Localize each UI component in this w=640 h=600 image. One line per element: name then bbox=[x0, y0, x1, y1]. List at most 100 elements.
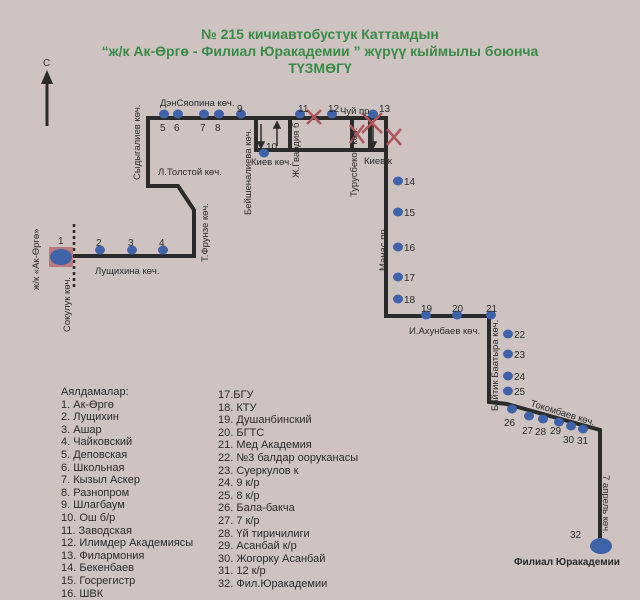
stop-marker-8[interactable] bbox=[214, 109, 224, 119]
stop-marker-5[interactable] bbox=[159, 109, 169, 119]
street-label-akhunbaev: И.Ахунбаев көч. bbox=[409, 326, 480, 337]
legend-item: 27. 7 к/р bbox=[218, 514, 260, 527]
legend-item: 24. 9 к/р bbox=[218, 477, 260, 490]
legend-item: 21. Мед Академия bbox=[218, 439, 312, 452]
stop-marker-12[interactable] bbox=[327, 109, 337, 119]
stop-number-label: 12 bbox=[328, 104, 340, 115]
stop-marker-25[interactable] bbox=[503, 386, 513, 396]
legend-item: 15. Госрегистр bbox=[61, 574, 136, 587]
stop-number-label: 16 bbox=[404, 243, 416, 254]
legend-item: 3. Ашар bbox=[61, 423, 102, 436]
legend-item: 31. 12 к/р bbox=[218, 565, 266, 578]
stop-marker-13[interactable] bbox=[368, 109, 378, 119]
stop-marker-31[interactable] bbox=[578, 424, 588, 434]
legend-item: 1. Ак-Өргө bbox=[61, 398, 114, 411]
stop-marker-14[interactable] bbox=[393, 176, 403, 186]
legend-item: 7. Кызыл Аскер bbox=[61, 474, 140, 487]
title-line-1: № 215 кичиавтобустук Каттамдын bbox=[201, 26, 439, 42]
stop-number-label: 14 bbox=[404, 177, 416, 188]
stop-marker-3[interactable] bbox=[127, 245, 137, 255]
stop-number-label: 21 bbox=[486, 304, 498, 315]
stop-marker-22[interactable] bbox=[503, 329, 513, 339]
legend-item: 25. 8 к/р bbox=[218, 489, 260, 502]
legend-heading: Аялдамалар: bbox=[61, 386, 129, 398]
stop-number-label: 4 bbox=[159, 238, 165, 249]
street-label-kiev-1: Киев көч. bbox=[251, 157, 292, 168]
stop-number-label: 29 bbox=[550, 426, 562, 437]
stop-number-label: 24 bbox=[514, 372, 526, 383]
title-line-2: “ж/к Ак-Өргө - Филиал Юракадемии ” жүрүү… bbox=[101, 43, 539, 59]
stop-number-label: 1 bbox=[58, 236, 64, 247]
stop-marker-6[interactable] bbox=[173, 109, 183, 119]
stop-marker-29[interactable] bbox=[554, 417, 564, 427]
legend-item: 22. №3 балдар ооруканасы bbox=[218, 451, 359, 464]
stop-marker-28[interactable] bbox=[538, 414, 548, 424]
stop-number-label: 28 bbox=[535, 427, 547, 438]
direction-arrows bbox=[256, 120, 378, 150]
street-label-kiev-2: Киев к bbox=[364, 156, 393, 167]
legend-item: 8. Разнопром bbox=[61, 486, 130, 499]
stop-marker-10[interactable] bbox=[259, 148, 269, 158]
legend-item: 23. Суеркулов к bbox=[218, 464, 299, 477]
compass-label: С bbox=[43, 58, 50, 69]
stop-marker-9[interactable] bbox=[236, 109, 246, 119]
legend-item: 17.БГУ bbox=[218, 389, 254, 401]
stop-number-label: 2 bbox=[96, 238, 102, 249]
street-label-zhgvardiya: Ж.Гвардия б bbox=[291, 122, 302, 178]
legend-item: 19. Душанбинский bbox=[218, 414, 312, 427]
stop-marker-23[interactable] bbox=[503, 349, 513, 359]
legend-item: 28. Үй тиричилиги bbox=[218, 527, 310, 540]
stop-marker-18[interactable] bbox=[393, 294, 403, 304]
street-label-akorgo: ж/к «Ак-Өргө» bbox=[31, 229, 42, 290]
terminal-label: Филиал Юракадемии bbox=[514, 557, 620, 568]
north-arrow-icon bbox=[41, 70, 53, 126]
stop-number-label: 26 bbox=[504, 418, 516, 429]
stop-marker-17[interactable] bbox=[393, 272, 403, 282]
title-line-3: ТҮЗМӨГҮ bbox=[288, 60, 352, 76]
stop-marker-16[interactable] bbox=[393, 242, 403, 252]
stop-number-label: 17 bbox=[404, 273, 416, 284]
closed-stop-cross-icons bbox=[306, 109, 402, 146]
stop-marker-20[interactable] bbox=[452, 310, 462, 320]
stop-marker-4[interactable] bbox=[158, 245, 168, 255]
legend-item: 14. Бекенбаев bbox=[61, 562, 134, 575]
stop-marker-21[interactable] bbox=[486, 310, 496, 320]
stop-marker-11[interactable] bbox=[295, 109, 305, 119]
stop-marker-1[interactable] bbox=[50, 249, 72, 265]
street-label-tolstoy: Л.Толстой көч. bbox=[158, 167, 222, 178]
stop-number-label: 31 bbox=[577, 436, 589, 447]
legend-item: 5. Деповская bbox=[61, 448, 128, 461]
legend-item: 26. Бала-бакча bbox=[218, 502, 295, 515]
legend-item: 9. Шлагбаум bbox=[61, 499, 125, 512]
stop-marker-19[interactable] bbox=[421, 310, 431, 320]
stop-number-label: 11 bbox=[298, 104, 309, 115]
stop-marker-30[interactable] bbox=[566, 421, 576, 431]
street-label-sokuluk: Сокулук көч. bbox=[62, 277, 73, 332]
stop-marker-26[interactable] bbox=[507, 404, 517, 414]
street-label-densyaopina: ДэнСяопина көч. bbox=[160, 98, 234, 109]
stop-marker-32[interactable] bbox=[590, 538, 612, 554]
stop-number-label: 32 bbox=[570, 530, 582, 541]
street-label-manas: Манас пр. bbox=[378, 227, 389, 271]
stop-markers bbox=[95, 109, 588, 434]
stop-number-label: 6 bbox=[174, 123, 180, 134]
stop-number-label: 13 bbox=[379, 104, 391, 115]
stop-number-label: 20 bbox=[452, 304, 464, 315]
legend-item: 12. Илимдер Академиясы bbox=[61, 537, 194, 550]
stop-marker-15[interactable] bbox=[393, 207, 403, 217]
stop-number-label: 23 bbox=[514, 350, 526, 361]
stop-number-label: 5 bbox=[160, 123, 166, 134]
legend-item: 2. Лущихин bbox=[61, 411, 119, 424]
stop-marker-2[interactable] bbox=[95, 245, 105, 255]
stop-marker-24[interactable] bbox=[503, 371, 513, 381]
stop-marker-27[interactable] bbox=[524, 411, 534, 421]
legend-item: 11. Заводская bbox=[61, 524, 132, 537]
stop-number-label: 9 bbox=[237, 104, 243, 115]
stop-number-label: 22 bbox=[514, 330, 526, 341]
route-line bbox=[72, 116, 602, 548]
street-label-chuy: Чуй пр. bbox=[340, 106, 372, 117]
stop-marker-7[interactable] bbox=[199, 109, 209, 119]
legend-item: 29. Асанбай к/р bbox=[218, 540, 297, 553]
